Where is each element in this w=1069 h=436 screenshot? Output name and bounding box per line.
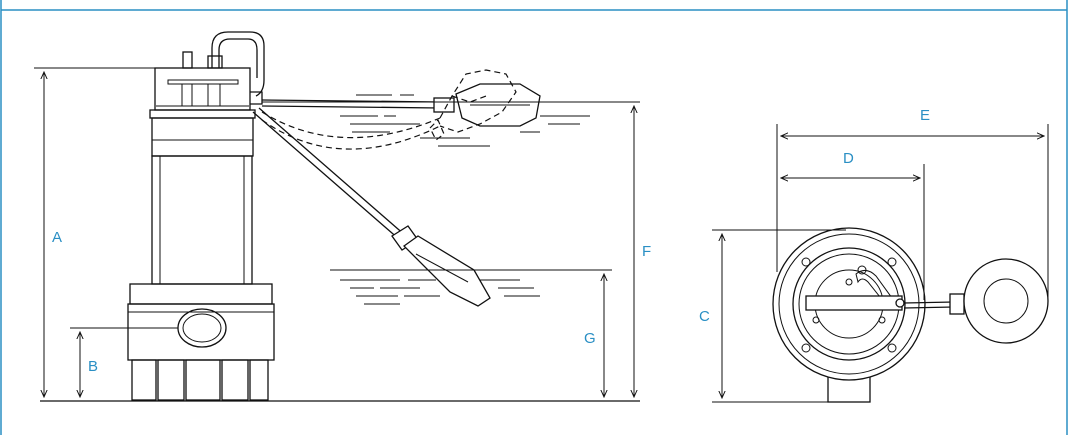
dimension-d bbox=[776, 164, 925, 300]
float-switch-high bbox=[261, 83, 541, 127]
dimension-b bbox=[70, 327, 178, 397]
label-c: C bbox=[699, 308, 710, 325]
dimension-c bbox=[712, 229, 846, 403]
dimension-a bbox=[34, 67, 160, 397]
label-g: G bbox=[584, 330, 596, 347]
label-d: D bbox=[843, 150, 854, 167]
water-upper bbox=[262, 94, 640, 147]
pump-side-view bbox=[127, 31, 275, 401]
float-switch-low bbox=[252, 107, 491, 307]
float-switch-dashed-range bbox=[261, 69, 517, 150]
label-e: E bbox=[920, 107, 930, 124]
dimension-e bbox=[776, 124, 1049, 300]
water-lower bbox=[330, 269, 612, 305]
pump-top-view bbox=[772, 227, 1049, 403]
label-a: A bbox=[52, 229, 62, 246]
label-f: F bbox=[642, 243, 651, 260]
label-b: B bbox=[88, 358, 98, 375]
